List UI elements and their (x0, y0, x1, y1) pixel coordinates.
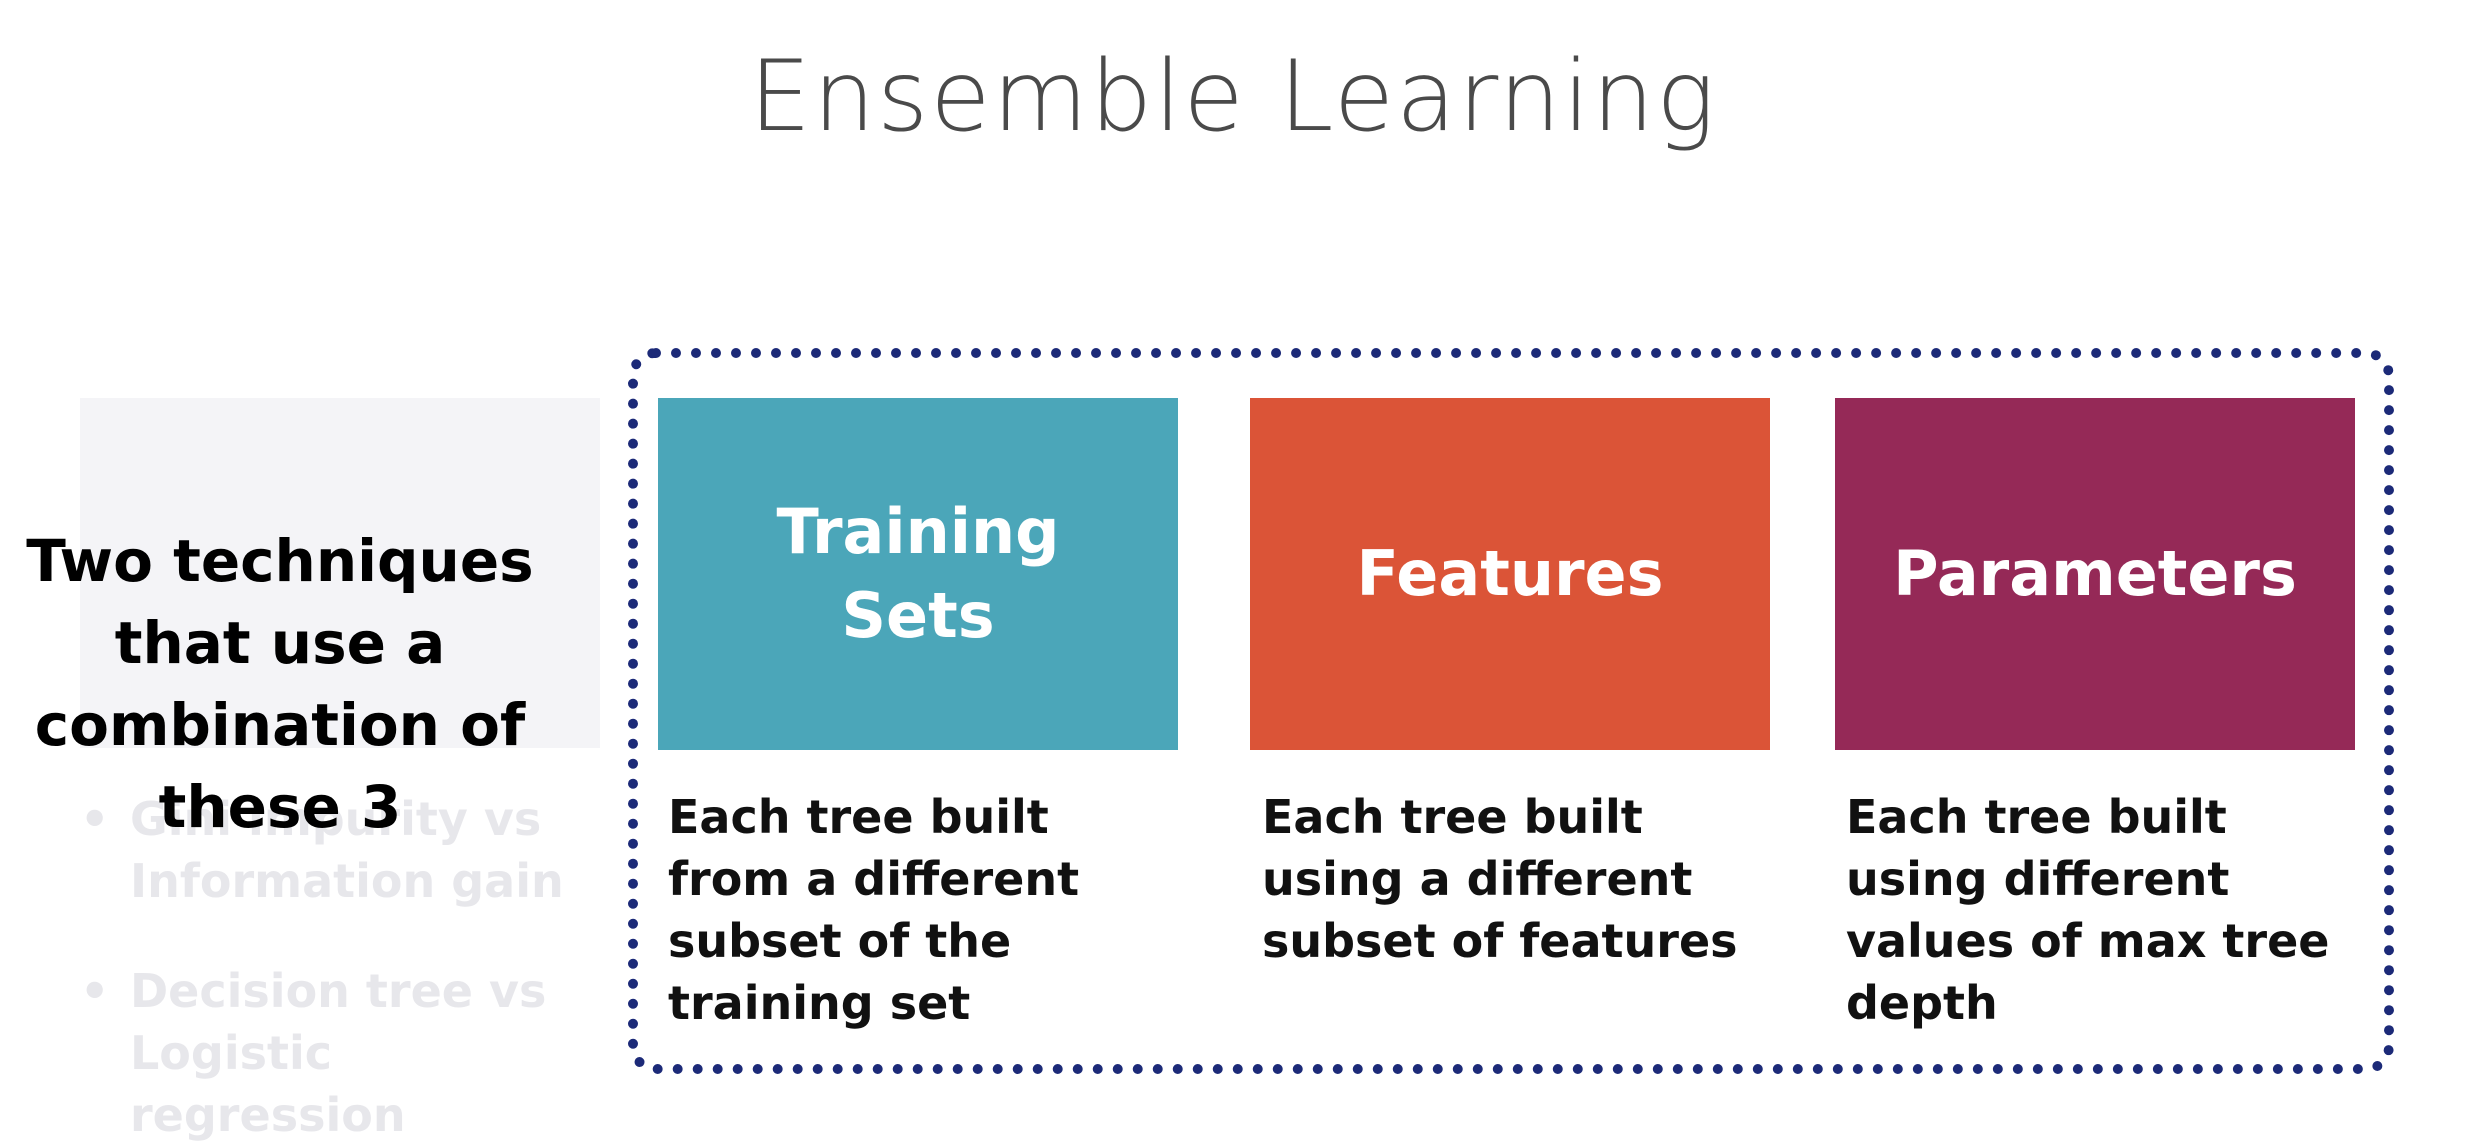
bullet-icon: • (80, 964, 110, 1018)
training-sets-description: Each tree built from a different subset … (668, 790, 1080, 1030)
parameters-label: Parameters (1893, 537, 2297, 610)
features-label: Features (1356, 537, 1664, 610)
background-panel (80, 398, 600, 748)
parameters-box: Parameters (1835, 398, 2355, 750)
parameters-description: Each tree built using different values o… (1846, 790, 2330, 1030)
features-description: Each tree built using a different subset… (1262, 790, 1738, 968)
left-caption: Two techniques that use a combination of… (26, 527, 534, 841)
training-sets-box: Training Sets (658, 398, 1178, 750)
training-sets-label: Training Sets (776, 495, 1060, 652)
background-bullet: • Decision tree vs Logistic regression (80, 960, 600, 1146)
bullet-icon: • (80, 792, 110, 846)
background-bullet: • Gini impurity vs Information gain (80, 788, 600, 912)
features-box: Features (1250, 398, 1770, 750)
slide-title: Ensemble Learning (749, 40, 1717, 154)
dotted-group-frame (628, 348, 2394, 1074)
